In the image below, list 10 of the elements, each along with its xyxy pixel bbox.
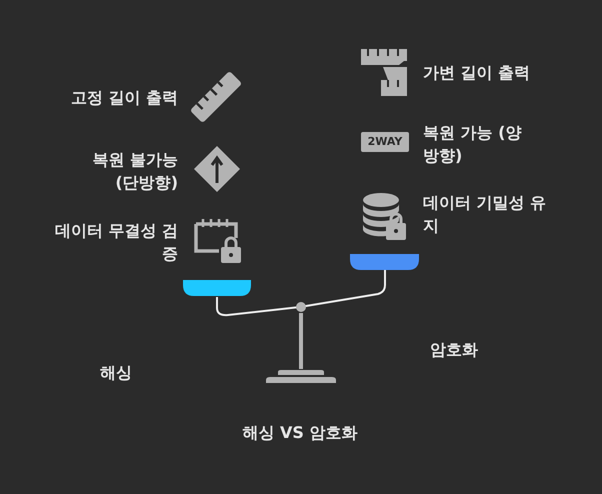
feature-label: 복원 불가능 (단방향): [91, 149, 178, 194]
feature-label: 가변 길이 출력: [423, 62, 532, 84]
feature-label: 복원 가능 (양방향): [423, 122, 522, 167]
two-way-badge: 2WAY: [361, 132, 409, 152]
feature-label: 고정 길이 출력: [70, 87, 178, 109]
feature-label: 데이터 기밀성 유지: [423, 192, 548, 237]
side-label: 암호화: [430, 339, 479, 361]
side-label: 해싱: [100, 362, 133, 384]
feature-label: 데이터 무결성 검증: [54, 220, 178, 265]
title: 해싱 VS 암호화: [241, 422, 359, 444]
